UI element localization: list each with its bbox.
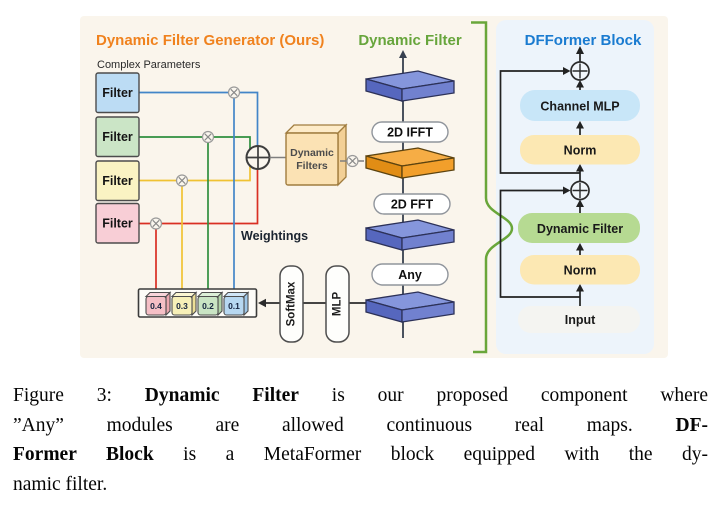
dfformer-flow-lines [499,53,581,306]
caption-line-2: ”Any” modules are allowed continuous rea… [13,411,708,441]
filter-label: Filter [102,174,133,188]
red-filter-line [139,168,259,225]
left-arrowhead [258,298,266,308]
weight-value: 0.1 [228,301,240,311]
blue-filter-line [139,91,259,147]
sum-node-icon [570,180,590,201]
filter-box-yellow [95,160,140,202]
feature-map-slab-top [365,70,455,102]
dfformer-arrowheads [563,46,584,292]
sum-node-icon [570,61,590,81]
softmax-box [279,265,304,343]
weightings-label: Weightings [241,229,308,243]
figure-caption: Figure 3: Dynamic Filter is our proposed… [13,381,708,499]
any-pill [371,263,449,286]
up-arrowhead [576,284,584,292]
complex-parameters-label: Complex Parameters [97,59,201,71]
weight-cube-0.4 [144,291,172,317]
softmax-mlp-row: SoftMax MLP [258,265,366,343]
caption-bold-former-block: Former Block [13,444,154,465]
filter-box-pink [95,202,140,244]
caption-text: Figure 3: [13,385,145,406]
caption-bold-df: DF- [675,414,709,436]
filter-box-blue [95,72,140,114]
caption-line-1: Figure 3: Dynamic Filter is our proposed… [13,381,708,411]
feature-map-slab-bottom [365,291,455,323]
figure-3-diagram: Dynamic Filter Generator (Ours) Dynamic … [80,16,668,358]
dynamic-filters-box-side [337,123,347,187]
dfformer-blocks: Channel MLP Norm Dynamic Filter Norm Inp… [518,90,640,333]
weight-cube-0.2 [196,291,224,317]
any-label: Any [398,268,422,282]
caption-bold-dynamic-filter: Dynamic Filter [144,385,299,406]
right-arrowhead [563,67,571,75]
multiply-nodes [149,86,241,230]
multiply-node-icon [149,217,163,230]
up-arrowhead [576,46,584,54]
filter-box-green [95,116,140,158]
weight-cube-0.1 [222,291,250,317]
pipeline-brace [471,21,514,354]
weight-value: 0.2 [202,301,214,311]
caption-text: ”Any” modules are allowed continuous rea… [13,414,676,436]
dfformer-title: DFFormer Block [525,32,642,49]
filter-label: Filter [102,130,133,144]
dynamic-filters-label-2: Filters [296,160,328,172]
up-arrowhead [576,164,584,172]
feature-map-slab-mid [365,219,455,251]
pipeline-title: Dynamic Filter [358,32,462,49]
dynamic-filter-label: Dynamic Filter [537,222,623,236]
dynamic-filters-box-top [284,124,348,134]
filter-stack: Filter Filter Filter Filter [95,72,140,244]
up-arrowhead [576,243,584,251]
channel-mlp-box [520,90,640,121]
ifft-label: 2D IFFT [387,126,433,140]
generator-title: Dynamic Filter Generator (Ours) [96,32,324,49]
weight-cubes [144,291,250,317]
fft-label: 2D FFT [391,198,434,212]
caption-text: namic filter. [13,473,108,495]
multiply-node-icon [175,174,189,187]
weight-cube-0.3 [170,291,198,317]
pipeline-pills: 2D IFFT 2D FFT Any [371,121,451,286]
dynamic-filters-box-front [285,132,339,186]
filter-label: Filter [102,217,133,231]
norm-label-lower: Norm [564,264,597,278]
fft-pill [373,193,451,215]
caption-text: is a MetaFormer block equipped with the … [153,444,708,465]
caption-line-4: namic filter. [13,470,708,500]
channel-mlp-label: Channel MLP [540,100,619,114]
norm-box-lower [520,255,640,285]
softmax-label: SoftMax [286,281,298,326]
norm-label-upper: Norm [564,144,597,158]
norm-box-upper [520,135,640,165]
skip-connection-lower [499,189,580,298]
mlp-box [325,265,350,343]
weight-value: 0.4 [150,301,162,311]
dynamic-filter-box [518,213,640,243]
weight-values: 0.4 0.3 0.2 0.1 [150,301,240,311]
right-arrowhead [563,186,571,195]
up-arrowhead [399,50,407,58]
multiply-node-icon [346,154,359,168]
caption-text: is our proposed component where [298,385,708,406]
filter-label: Filter [102,86,133,100]
weight-value: 0.3 [176,301,188,311]
input-label: Input [565,313,596,327]
green-filter-line [139,136,251,150]
input-box [518,306,640,333]
mlp-label: MLP [332,292,344,317]
ifft-pill [371,121,449,143]
feature-map-slab-freq [365,147,455,179]
caption-line-3: Former Block is a MetaFormer block equip… [13,440,708,470]
dynamic-filters-box: Dynamic Filters [284,123,348,187]
up-arrowhead [576,121,584,129]
skip-connection-upper [499,70,580,174]
up-arrowhead [576,80,584,88]
dynamic-filters-label-1: Dynamic [290,147,334,159]
multiply-node-icon [201,130,215,144]
multiply-node-icon [227,86,241,99]
up-arrowhead [576,199,584,207]
sum-node-icon [245,145,271,170]
